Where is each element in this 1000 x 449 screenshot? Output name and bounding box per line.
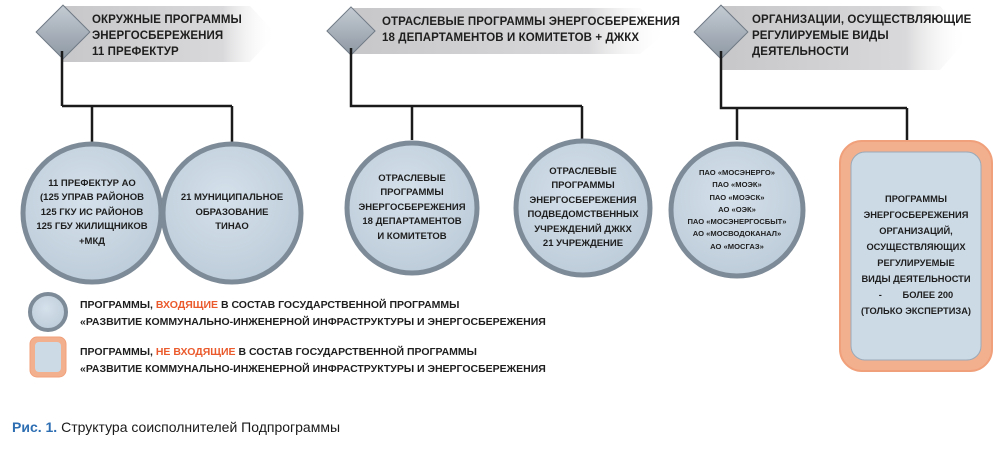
figure-caption: Рис. 1. Структура соисполнителей Подпрог… bbox=[12, 419, 340, 435]
legend-out-highlight: НЕ ВХОДЯЩИЕ bbox=[155, 346, 236, 358]
figure-number: Рис. 1. bbox=[12, 419, 58, 435]
header-banner-2 bbox=[326, 6, 668, 56]
circle-5-text: ПАО «МОСЭНЕРГО»ПАО «МОЭК»ПАО «МОЭСК»АО «… bbox=[687, 168, 787, 251]
header-banner-1 bbox=[35, 4, 276, 62]
legend-circle-marker bbox=[28, 292, 68, 332]
orange-box bbox=[839, 140, 993, 372]
circle-2 bbox=[160, 141, 304, 285]
circle-4 bbox=[513, 138, 653, 278]
header-banner-3 bbox=[693, 4, 968, 70]
legend-out-text: ПРОГРАММЫ, НЕ ВХОДЯЩИЕ В СОСТАВ ГОСУДАРС… bbox=[80, 346, 546, 375]
legend-box-marker bbox=[29, 336, 67, 378]
connectors bbox=[60, 48, 909, 143]
circle-3 bbox=[344, 140, 480, 276]
circle-5 bbox=[668, 141, 806, 279]
legend-in-text: ПРОГРАММЫ, ВХОДЯЩИЕ В СОСТАВ ГОСУДАРСТВЕ… bbox=[80, 299, 546, 328]
figure-caption-text: Структура соисполнителей Подпрограммы bbox=[57, 419, 341, 435]
legend-in-highlight: ВХОДЯЩИЕ bbox=[155, 299, 219, 311]
